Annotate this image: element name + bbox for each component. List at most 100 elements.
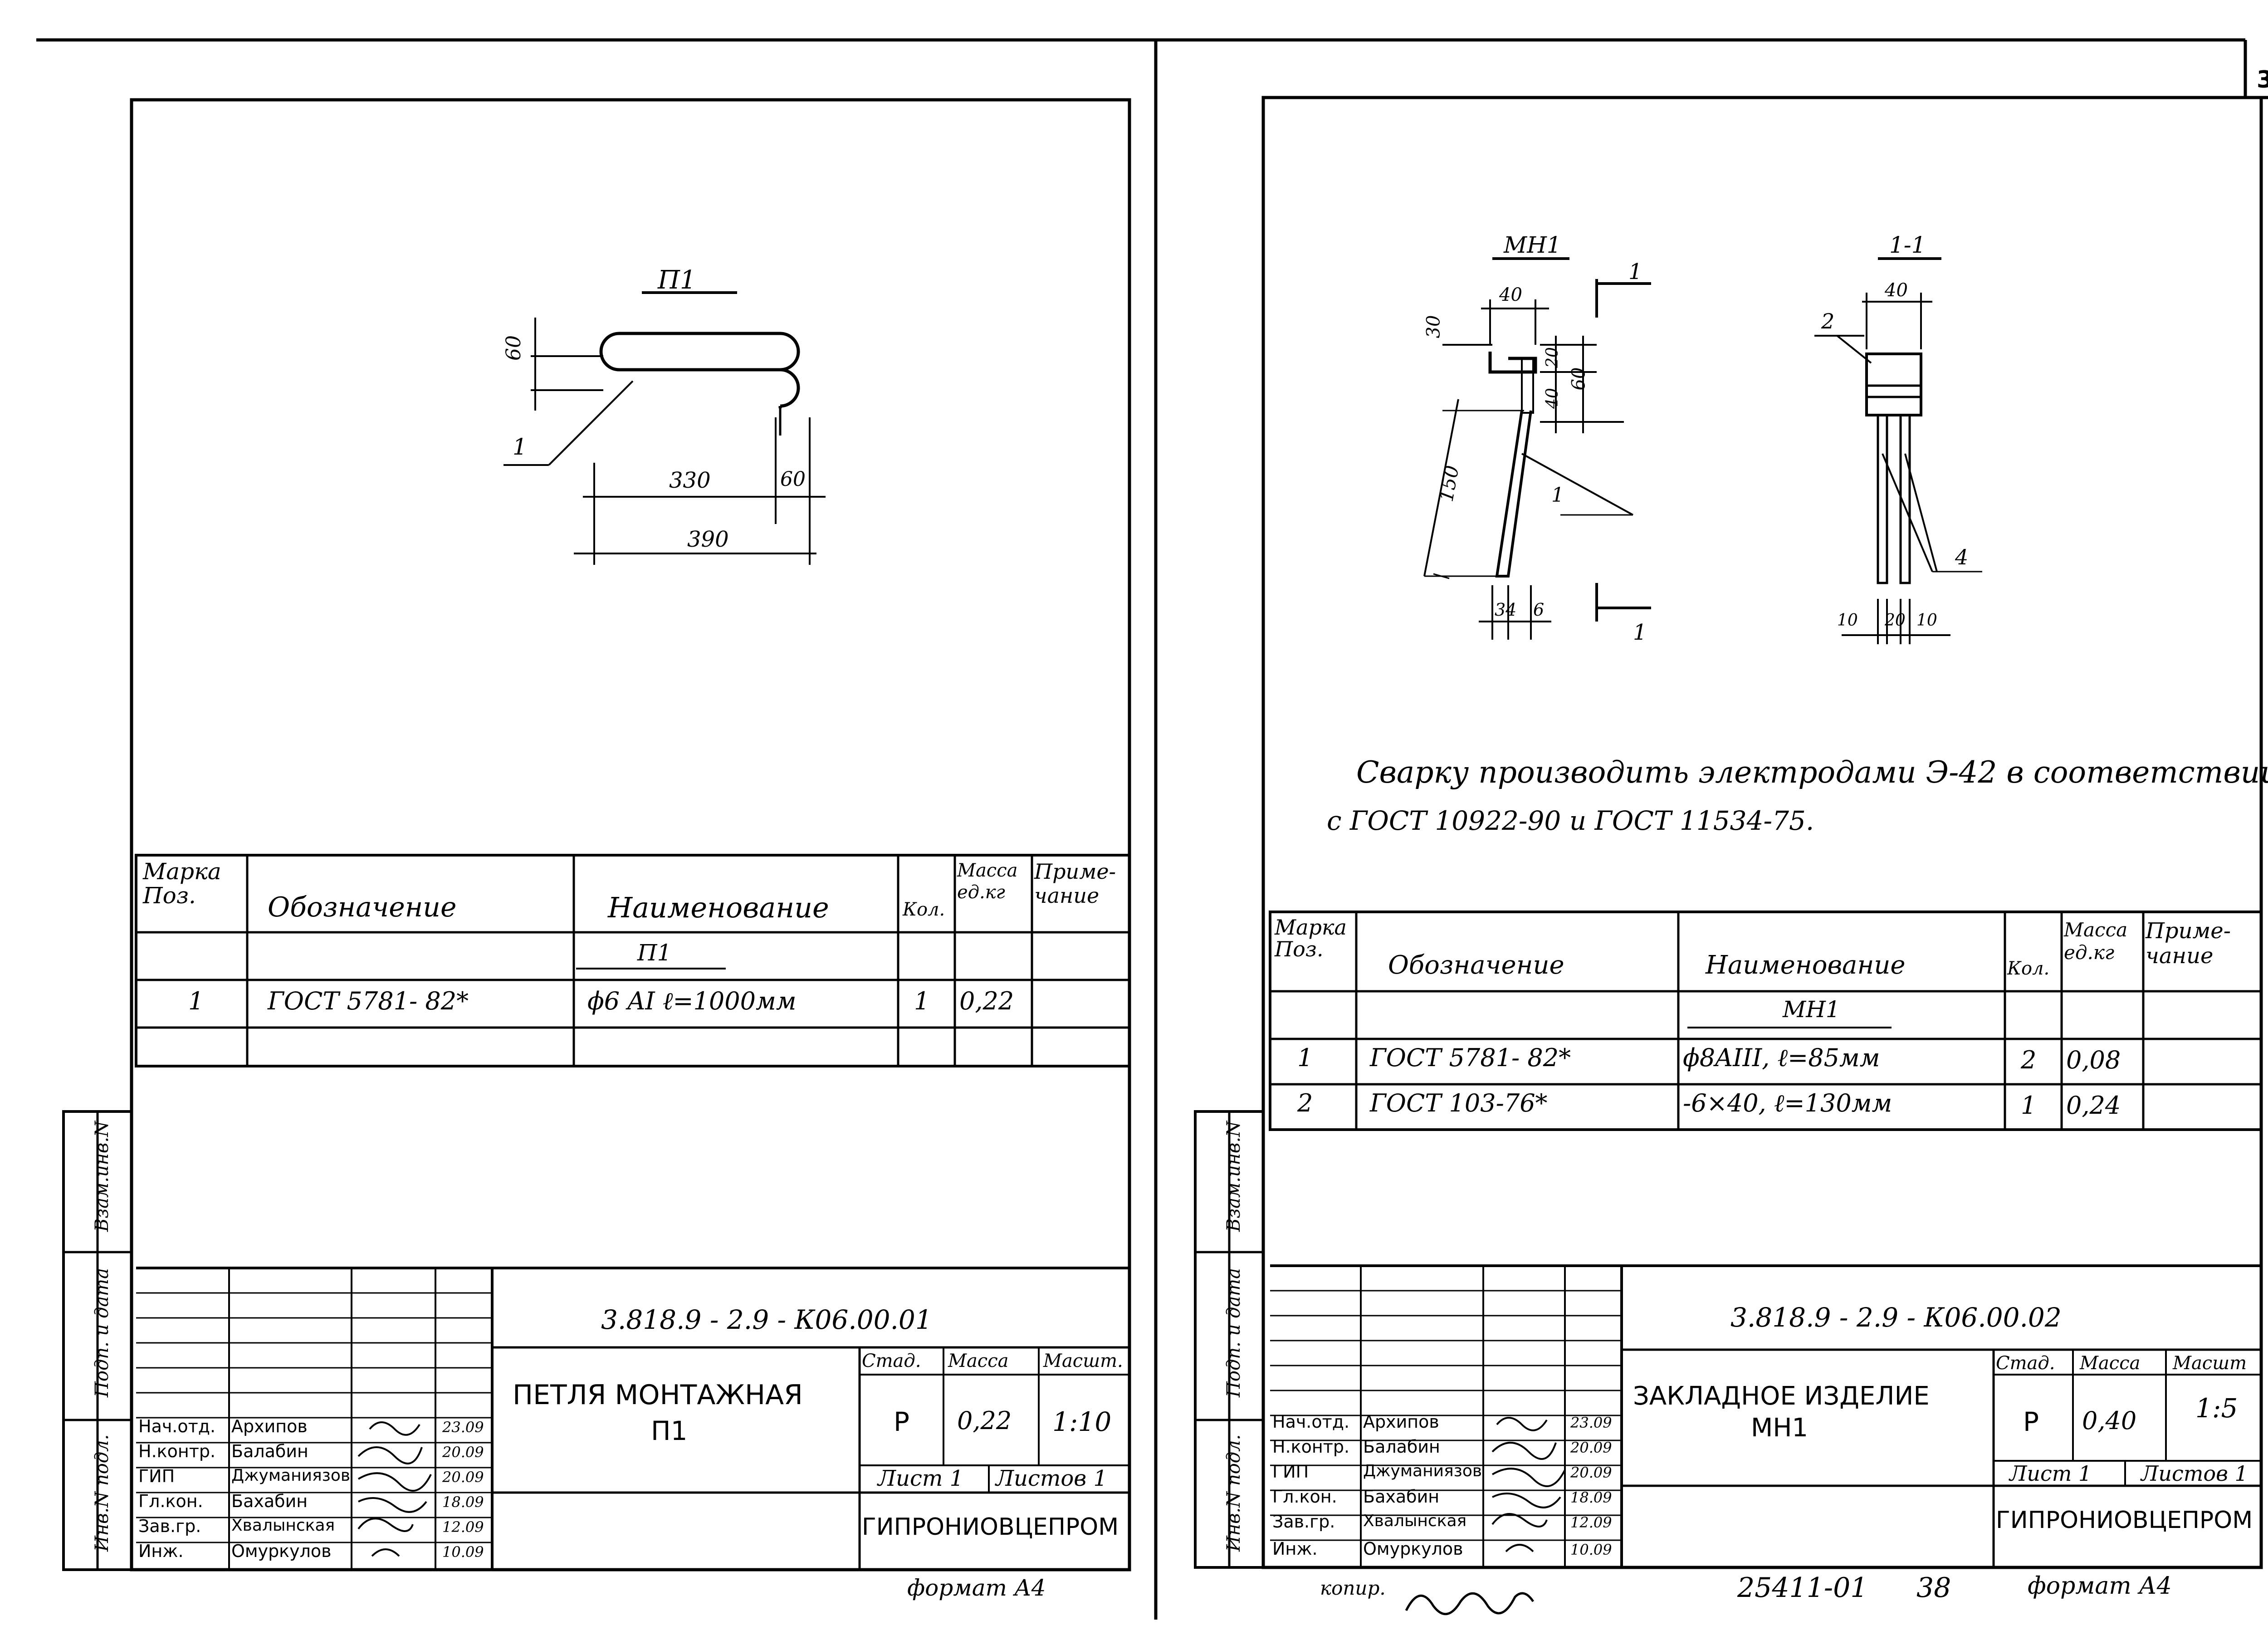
mass-value: 0,22 [957,1406,1012,1435]
format-label: формат А4 [2028,1572,2172,1600]
p1-dim-60a: 60 [502,335,525,361]
staff-date: 20.09 [442,1444,484,1461]
side-label-a: Взам.инв.N [1223,1121,1244,1232]
format-label: формат А4 [907,1575,1046,1601]
spec-row-mass: 0,08 [2066,1046,2121,1074]
spec-row-pos: 2 [1297,1089,1313,1117]
copy-label: копир. [1320,1577,1386,1599]
staff-role: Инж. [138,1541,184,1561]
dim-6: 6 [1533,600,1545,620]
staff-date: 20.09 [1570,1464,1612,1481]
organization: ГИПРОНИОВЦЕПРОМ [862,1513,1119,1541]
doc-subtitle: П1 [651,1415,688,1446]
spec-row-name: -6×40, ℓ=130мм [1683,1089,1892,1117]
staff-name: Омуркулов [231,1541,332,1561]
welding-note-2: с ГОСТ 10922-90 и ГОСТ 11534-75. [1327,805,1814,836]
spec-header-mark: Марка Поз. [143,858,221,909]
mass-label: Масса [948,1351,1009,1371]
spec-row-name: ϕ6 AI ℓ=1000мм [587,987,797,1015]
section-dim-10b: 10 [1916,611,1937,630]
welding-note-1: Сварку производить электродами Э-42 в со… [1356,755,2268,790]
dim-60: 60 [1568,367,1589,391]
dim-20: 20 [1543,347,1562,368]
dim-30: 30 [1423,315,1444,338]
page-number: 37 [2257,66,2268,93]
spec-header-qty: Кол. [2007,958,2050,979]
staff-name: Архипов [1363,1412,1439,1432]
archive-number: 25411-01 [1737,1572,1868,1604]
spec-row-qty: 1 [914,987,930,1015]
spec-row-designation: ГОСТ 5781- 82* [1370,1043,1571,1072]
doc-code: 3.818.9 - 2.9 - К06.00.02 [1730,1302,2062,1333]
organization: ГИПРОНИОВЦЕПРОМ [1996,1507,2253,1534]
spec-header-qty: Кол. [903,899,945,920]
scale-label: Масшт [2173,1353,2247,1374]
pos-4-leader: 4 [1955,545,1969,569]
p1-dim-390: 390 [687,527,729,552]
spec-row-name: ϕ8AIII, ℓ=85мм [1683,1043,1880,1072]
side-label-b: Подп. и дата [1223,1268,1244,1397]
stage-label: Стад. [862,1351,921,1371]
staff-name: Балабин [1363,1437,1440,1457]
mass-value: 0,40 [2082,1406,2137,1435]
staff-role: Н.контр. [1272,1437,1350,1457]
side-label-c: Инв.N подл. [92,1434,112,1552]
spec-header-mark: Марка Поз. [1275,915,1347,962]
spec-row-mass: 0,22 [959,987,1014,1015]
spec-row-mass: 0,24 [2066,1091,2121,1120]
staff-role: Нач.отд. [1272,1412,1350,1432]
mn1-title: МН1 [1504,232,1561,258]
doc-title: ПЕТЛЯ МОНТАЖНАЯ [513,1379,803,1411]
staff-name: Джуманиязов [231,1466,351,1485]
scale-label: Масшт. [1043,1351,1123,1371]
staff-role: ГИП [1272,1462,1309,1482]
doc-title: ЗАКЛАДНОЕ ИЗДЕЛИЕ [1633,1381,1930,1411]
staff-name: Хвалынская [231,1516,335,1535]
staff-role: Гл.кон. [138,1491,203,1511]
staff-date: 18.09 [442,1493,484,1511]
section-mark-bottom: 1 [1633,620,1647,645]
spec-header-name: Наименование [608,891,829,924]
p1-pos-1: 1 [513,434,527,460]
dim-40v: 40 [1543,388,1562,409]
archive-page: 38 [1916,1572,1951,1604]
staff-name: Хвалынская [1363,1512,1467,1530]
staff-date: 20.09 [1570,1439,1612,1456]
doc-code: 3.818.9 - 2.9 - К06.00.01 [601,1304,932,1335]
staff-date: 10.09 [1570,1541,1612,1558]
p1-title: П1 [658,265,696,295]
spec-group-label: МН1 [1783,996,1840,1023]
section-dim-40: 40 [1885,280,1908,301]
doc-subtitle: МН1 [1751,1413,1809,1443]
spec-header-name: Наименование [1706,950,1906,980]
staff-name: Джуманиязов [1363,1462,1482,1480]
signatures [357,1417,1566,1616]
staff-name: Бахабин [231,1491,308,1511]
side-label-a: Взам.инв.N [92,1121,112,1232]
section-dim-20: 20 [1885,611,1906,630]
spec-row-pos: 1 [1297,1043,1313,1072]
staff-role: Зав.гр. [1272,1512,1335,1532]
mn1-drawing [1423,257,1982,644]
sheets-label: Листов 1 [2141,1461,2248,1486]
staff-role: Нач.отд. [138,1416,216,1436]
staff-name: Омуркулов [1363,1539,1463,1559]
spec-header-designation: Обозначение [1388,950,1564,980]
staff-name: Бахабин [1363,1487,1440,1507]
stage-value: Р [894,1406,909,1437]
scale-value: 1:5 [2195,1393,2238,1424]
spec-row-designation: ГОСТ 103-76* [1370,1089,1548,1117]
dim-40: 40 [1499,284,1522,305]
spec-row-pos: 1 [188,987,204,1015]
spec-row-qty: 2 [2021,1046,2037,1074]
section-title: 1-1 [1889,232,1926,258]
spec-header-mass: Масса ед.кг [2064,919,2128,964]
spec-group-label: П1 [637,940,672,966]
side-label-c: Инв.N подл. [1223,1434,1244,1552]
sheets-label: Листов 1 [996,1466,1107,1491]
staff-date: 18.09 [1570,1489,1612,1506]
sheet-label: Лист 1 [878,1466,964,1491]
staff-date: 12.09 [442,1518,484,1536]
scale-value: 1:10 [1052,1406,1112,1437]
p1-loop-drawing [503,291,826,565]
